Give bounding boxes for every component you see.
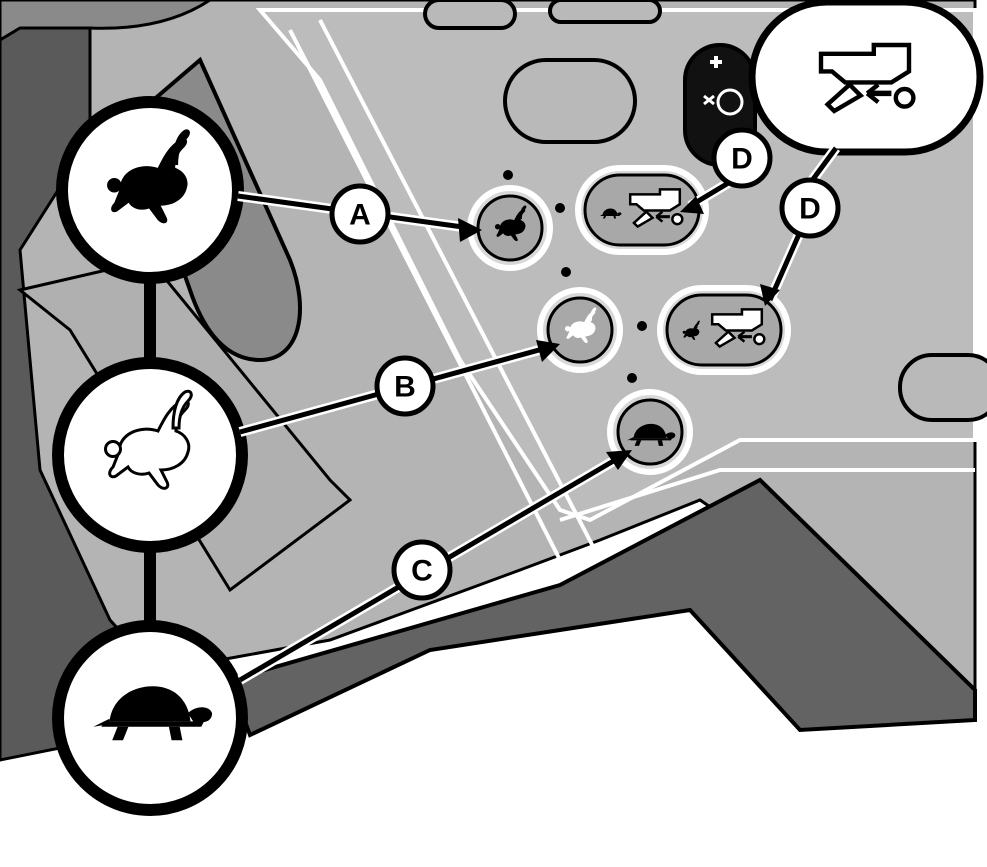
bottom-dark-panel <box>227 477 977 738</box>
callout-label: D <box>731 143 753 176</box>
diagonal-rail <box>288 19 602 561</box>
right-ridge <box>559 468 975 522</box>
callout-d-upper: D <box>711 127 773 189</box>
medium-speed-symbol <box>52 357 248 553</box>
indicator-dot <box>561 267 571 277</box>
plus-icon <box>710 56 722 68</box>
medium-speed-button[interactable] <box>537 287 623 373</box>
callout-b: B <box>374 355 436 417</box>
panel-pill-right <box>898 353 987 422</box>
callout-c: C <box>391 539 453 601</box>
callout-a: A <box>329 183 391 245</box>
fast-speed-symbol <box>56 96 244 284</box>
plus-gear-icon <box>716 88 744 116</box>
indicator-dot <box>627 373 637 383</box>
panel-pill-top-3 <box>423 0 517 30</box>
indicator-dot <box>555 203 565 213</box>
left-dark-column <box>0 18 203 762</box>
feeder-slow-button[interactable] <box>575 165 709 255</box>
callout-label: A <box>349 199 371 232</box>
panel-pill-top <box>503 58 637 144</box>
arrowheads <box>458 196 780 470</box>
callout-label: C <box>411 555 433 588</box>
header-mode-symbol <box>748 0 984 156</box>
slow-speed-symbol <box>52 620 248 816</box>
callout-label: D <box>799 193 821 226</box>
callout-label: B <box>394 371 416 404</box>
top-left-bezel <box>0 0 213 42</box>
panel-pill-top-2 <box>548 0 662 24</box>
feeder-fast-button[interactable] <box>657 285 791 375</box>
indicator-dot <box>503 170 513 180</box>
fast-speed-button[interactable] <box>467 185 553 271</box>
callout-d-lower: D <box>779 177 841 239</box>
indicator-dot <box>637 321 647 331</box>
